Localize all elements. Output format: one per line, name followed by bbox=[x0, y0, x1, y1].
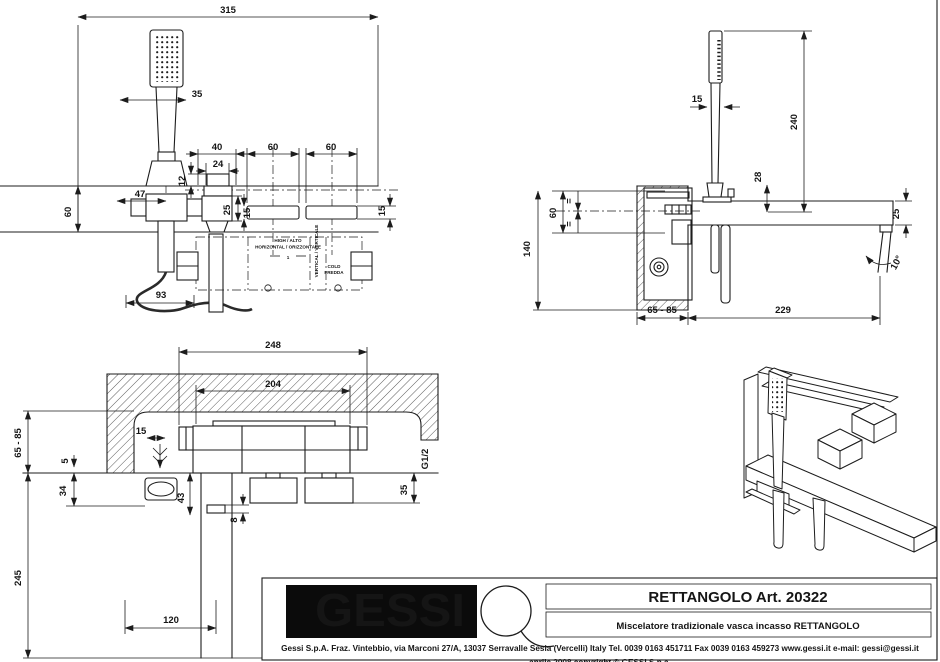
product-title: RETTANGOLO Art. 20322 bbox=[648, 589, 827, 606]
handle-left-front bbox=[246, 205, 300, 220]
dim-equal-bottom: = bbox=[564, 221, 575, 227]
dim-hose-top: 43 bbox=[176, 493, 187, 504]
side-view: 15 240 28 60 = = 140 65 - 85 229 bbox=[522, 30, 912, 325]
handle-right-front bbox=[305, 205, 358, 220]
plan-view: G1/2 248 204 15 65 - 85 5 34 43 bbox=[13, 340, 439, 659]
dim-plan-overall: 248 bbox=[265, 340, 281, 351]
dim-plate-gap: 5 bbox=[60, 458, 71, 464]
aerator bbox=[879, 224, 893, 233]
dim-head-depth: 15 bbox=[692, 94, 703, 105]
below-deck-plan bbox=[144, 472, 354, 659]
dim-head-width: 35 bbox=[192, 89, 203, 100]
dim-rough-height: 60 bbox=[548, 208, 559, 219]
product-description: Miscelatore tradizionale vasca incasso R… bbox=[616, 621, 859, 632]
dim-hose-offset-plan: 120 bbox=[163, 615, 179, 626]
dim-handle1-width: 60 bbox=[268, 142, 279, 153]
note-vertical: VERTICAL / VERTICALE bbox=[314, 225, 319, 278]
dim-spout-offset: 28 bbox=[753, 172, 764, 183]
iso-handle-2 bbox=[851, 402, 897, 444]
note-horizontal: HORIZONTAL / ORIZZONTALE bbox=[255, 245, 321, 250]
rim-hatch bbox=[106, 373, 439, 474]
dim-deck-height: 60 bbox=[63, 207, 74, 218]
dim-lever-height: 15 bbox=[242, 207, 253, 218]
iso-tube-1 bbox=[772, 489, 785, 549]
dim-group-width: 40 bbox=[212, 142, 223, 153]
dim-hose-offset: 93 bbox=[156, 290, 167, 301]
note-high: HIGH / ALTO bbox=[274, 238, 302, 243]
dim-wall-depth-plan: 65 - 85 bbox=[13, 427, 24, 457]
dim-clamp: 8 bbox=[229, 517, 240, 522]
side-view-dimensions: 15 240 28 60 = = 140 65 - 85 229 bbox=[522, 30, 912, 325]
note-index: 1 bbox=[287, 255, 290, 260]
dim-handle-depth: 35 bbox=[399, 484, 410, 495]
shower-hose bbox=[135, 271, 253, 313]
dim-spray-angle: 10° bbox=[889, 254, 906, 272]
iso-tube-2 bbox=[812, 497, 826, 551]
gessi-logo-text: GESSI bbox=[315, 584, 465, 636]
note-cold: COLD bbox=[327, 264, 341, 269]
dim-side-gap: 15 bbox=[136, 426, 147, 437]
dim-lever-height-right: 15 bbox=[377, 205, 388, 216]
dim-shower-height: 240 bbox=[789, 114, 800, 130]
dim-wall-depth-side: 65 - 85 bbox=[647, 305, 677, 316]
diverter-front bbox=[201, 173, 233, 313]
dim-plan-body: 204 bbox=[265, 379, 282, 390]
dim-spout-height: 25 bbox=[891, 208, 902, 219]
dim-equal-top: = bbox=[564, 198, 575, 204]
dim-thread: G1/2 bbox=[420, 449, 431, 470]
gessi-swirl-icon bbox=[480, 585, 555, 648]
dim-spout-reach: 229 bbox=[775, 305, 791, 316]
front-view-dimensions: 315 35 47 60 93 12 40 24 bbox=[63, 5, 396, 308]
dim-total-height: 140 bbox=[522, 241, 533, 257]
title-block: GESSI RETTANGOLO Art. 20322 Miscelatore … bbox=[261, 0, 938, 662]
dim-shower-offset: 47 bbox=[135, 189, 146, 200]
front-view: HIGH / ALTO HORIZONTAL / ORIZZONTALE 1 V… bbox=[0, 5, 400, 313]
copyright-line: aprile 2008 copyright © GESSI S.p.a. bbox=[529, 658, 671, 662]
isometric-view bbox=[743, 366, 937, 553]
mixer-body-plan bbox=[178, 420, 368, 474]
dim-overall-width: 315 bbox=[220, 5, 237, 16]
gessi-logo-box bbox=[286, 585, 477, 638]
dim-hose-drop: 245 bbox=[13, 569, 24, 586]
handshower-side bbox=[702, 30, 735, 304]
dim-knob-depth: 34 bbox=[58, 485, 69, 496]
plan-view-dimensions: 248 204 15 65 - 85 5 34 43 8 245 bbox=[13, 340, 420, 659]
iso-spout bbox=[745, 454, 937, 553]
note-cold-it: FREDDA bbox=[324, 270, 344, 275]
dim-cap-width: 24 bbox=[213, 159, 224, 170]
iso-handle-1 bbox=[817, 428, 863, 470]
concealed-body-front bbox=[176, 236, 373, 292]
dim-body-height: 25 bbox=[222, 204, 233, 215]
dim-handle2-width: 60 bbox=[326, 142, 337, 153]
dim-cap-height: 12 bbox=[177, 176, 188, 187]
anchor-symbol bbox=[152, 444, 168, 469]
company-address: Gessi S.p.A. Fraz. Vintebbio, via Marcon… bbox=[281, 644, 919, 653]
iso-rim-rail bbox=[757, 366, 899, 403]
